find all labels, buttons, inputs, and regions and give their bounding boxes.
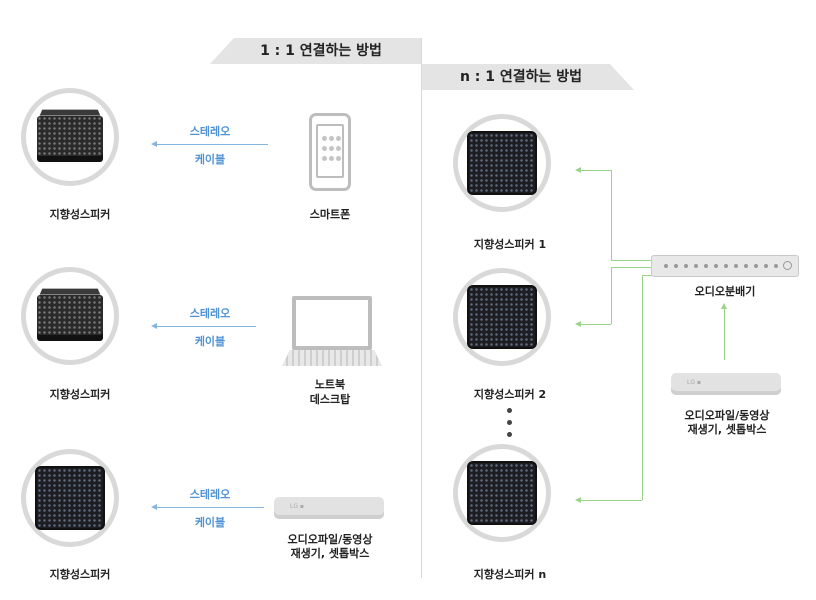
- source-label: 재생기, 셋톱박스: [687, 423, 767, 436]
- speaker-circle: [21, 267, 119, 365]
- speaker-circle: [453, 444, 551, 542]
- directional-speaker-icon: [467, 461, 537, 525]
- source-label: 오디오파일/동영상: [684, 409, 770, 422]
- arrow-left-icon: [575, 497, 642, 503]
- directional-speaker-icon: [467, 131, 537, 195]
- source-label: 오디오파일/동영상: [287, 533, 373, 546]
- speaker-circle: [21, 88, 119, 186]
- header-n-to-one: n : 1 연결하는 방법: [422, 64, 634, 90]
- speaker-circle: [453, 268, 551, 366]
- speaker-label: 지향성스피커: [49, 568, 111, 581]
- directional-speaker-icon: [37, 116, 103, 162]
- directional-speaker-icon: [37, 295, 103, 341]
- smartphone-icon: [309, 113, 351, 191]
- audio-splitter-icon: [651, 255, 799, 277]
- source-label: 데스크탑: [309, 393, 351, 406]
- source-label: 재생기, 셋톱박스: [290, 547, 370, 560]
- cable-label-line1: 스테레오: [189, 125, 231, 138]
- ellipsis-dot: [507, 432, 512, 437]
- directional-speaker-icon: [467, 285, 537, 349]
- connector-line: [642, 275, 643, 500]
- arrow-left-icon: [151, 141, 268, 147]
- connector-line: [611, 267, 651, 268]
- laptop-keyboard: [282, 350, 382, 366]
- laptop-icon: [292, 296, 372, 350]
- divider: [421, 38, 422, 578]
- media-player-icon: LG ▪: [274, 497, 384, 519]
- speaker-label: 지향성스피커 2: [473, 388, 547, 401]
- speaker-circle: [21, 449, 119, 547]
- directional-speaker-icon: [35, 466, 105, 530]
- speaker-label: 지향성스피커 n: [473, 568, 547, 581]
- connector-line: [611, 170, 612, 260]
- speaker-label: 지향성스피커: [49, 388, 111, 401]
- ellipsis-dot: [507, 408, 512, 413]
- arrow-left-icon: [575, 167, 611, 173]
- speaker-circle: [453, 114, 551, 212]
- arrow-left-icon: [575, 321, 611, 327]
- cable-label-line2: 케이블: [194, 153, 226, 166]
- cable-label-line1: 스테레오: [189, 488, 231, 501]
- connector-line: [642, 275, 652, 276]
- arrow-up-icon: [721, 303, 727, 360]
- source-label: 스마트폰: [309, 208, 351, 221]
- connector-line: [611, 260, 651, 261]
- speaker-label: 지향성스피커 1: [473, 238, 547, 251]
- ellipsis-dot: [507, 420, 512, 425]
- splitter-label: 오디오분배기: [694, 285, 756, 298]
- cable-label-line2: 케이블: [194, 516, 226, 529]
- speaker-label: 지향성스피커: [49, 208, 111, 221]
- arrow-left-icon: [151, 504, 264, 510]
- source-label: 노트북: [314, 378, 346, 391]
- connector-line: [611, 267, 612, 324]
- media-player-icon: LG ▪: [671, 373, 781, 395]
- cable-label-line2: 케이블: [194, 335, 226, 348]
- cable-label-line1: 스테레오: [189, 307, 231, 320]
- arrow-left-icon: [151, 323, 256, 329]
- header-one-to-one: 1 : 1 연결하는 방법: [210, 38, 422, 64]
